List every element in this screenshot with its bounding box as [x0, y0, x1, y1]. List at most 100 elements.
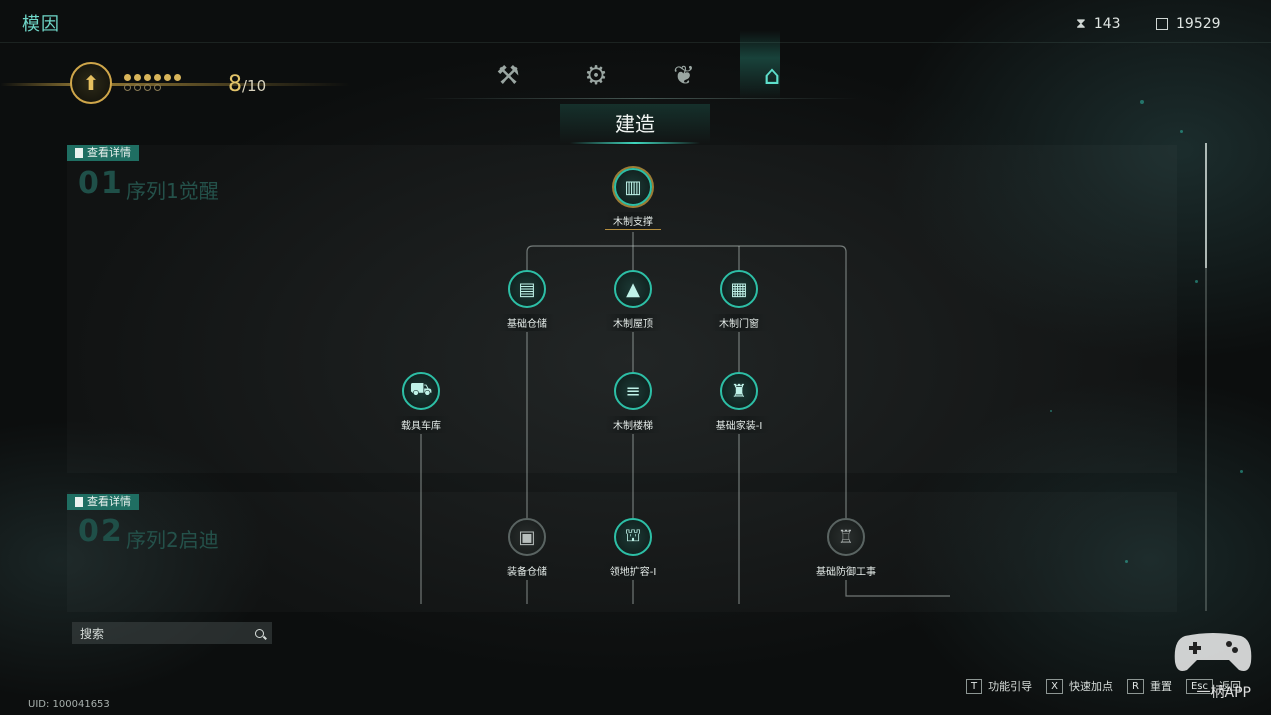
node-label: 载具车库 — [393, 416, 449, 433]
level-dot — [124, 74, 131, 81]
tab-workbench[interactable]: ⚙ — [578, 58, 614, 94]
background-speck — [1125, 560, 1128, 563]
key-badge: Esc — [1185, 678, 1213, 694]
document-icon — [75, 497, 83, 507]
gamepad-watermark-icon — [1174, 633, 1252, 671]
hotkey-label: 重置 — [1149, 680, 1172, 693]
sequence-name-2: 序列2启迪 — [126, 528, 219, 552]
level-dot — [144, 74, 151, 81]
level-max: /10 — [242, 77, 267, 95]
header-divider — [0, 42, 1271, 43]
node-label: 基础仓储 — [499, 314, 555, 331]
node-label: 领地扩容-I — [601, 562, 665, 579]
currency-hourglass-value: 143 — [1093, 16, 1121, 32]
page-title: 模因 — [22, 14, 60, 35]
hotkey-quick-assign[interactable]: X 快速加点 — [1046, 678, 1113, 694]
hotkey-label: 返回 — [1219, 680, 1241, 693]
node-label: 木制楼梯 — [605, 416, 661, 433]
door-window-icon: ▦ — [720, 270, 758, 308]
document-icon — [75, 148, 83, 158]
territory-icon: ⛫ — [614, 518, 652, 556]
hotkey-label: 功能引导 — [988, 680, 1033, 693]
tree-node-wood-roof[interactable]: ▲ 木制屋顶 — [588, 270, 678, 331]
level-current: 8 — [228, 72, 242, 97]
user-id: UID: 100041653 — [28, 699, 110, 710]
currency-hourglass: ⧗ 143 — [1076, 16, 1121, 32]
connector-line — [845, 580, 950, 597]
tree-node-equipment-storage[interactable]: ▣ 装备仓储 — [482, 518, 572, 579]
view-details-button-1[interactable]: 查看详情 — [67, 145, 139, 161]
section-title: 建造 — [560, 104, 710, 144]
tree-node-territory-expansion[interactable]: ⛫ 领地扩容-I — [588, 518, 678, 579]
level-glow — [0, 83, 350, 86]
level-dot — [144, 84, 151, 91]
level-count: 8/10 — [228, 72, 266, 97]
node-label: 装备仓储 — [499, 562, 555, 579]
background-speck — [1140, 100, 1144, 104]
tree-node-wood-stairs[interactable]: ≡ 木制楼梯 — [588, 372, 678, 433]
watermark-text: 一柄APP — [1196, 685, 1251, 701]
node-label: 基础家装-I — [707, 416, 771, 433]
tree-node-basic-storage[interactable]: ▤ 基础仓储 — [482, 270, 572, 331]
roof-icon: ▲ — [614, 270, 652, 308]
search-icon[interactable] — [255, 628, 264, 638]
tree-node-basic-furnishing[interactable]: ♜ 基础家装-I — [694, 372, 784, 433]
category-tabs: ⚒ ⚙ ❦ ⌂ — [490, 58, 790, 94]
view-details-label: 查看详情 — [87, 146, 131, 159]
hotkey-label: 快速加点 — [1069, 680, 1114, 693]
key-badge: R — [1127, 678, 1144, 694]
tree-node-wood-door-window[interactable]: ▦ 木制门窗 — [694, 270, 784, 331]
tab-underline — [420, 98, 860, 99]
view-details-button-2[interactable]: 查看详情 — [67, 494, 139, 510]
storage-crate-icon: ▤ — [508, 270, 546, 308]
level-dot — [174, 74, 181, 81]
sequence-name-1: 序列1觉醒 — [126, 179, 219, 203]
hourglass-icon: ⧗ — [1076, 16, 1086, 32]
tree-node-vehicle-garage[interactable]: ⛟ 载具车库 — [376, 372, 466, 433]
plant-icon: ❦ — [673, 61, 695, 91]
level-dot — [154, 74, 161, 81]
stairs-icon: ≡ — [614, 372, 652, 410]
furniture-icon: ♜ — [720, 372, 758, 410]
watchtower-icon: ♖ — [827, 518, 865, 556]
hotkey-reset[interactable]: R 重置 — [1127, 678, 1172, 694]
currency-cube: 19529 — [1156, 16, 1221, 32]
active-tab-beam — [740, 30, 780, 100]
background-speck — [1050, 410, 1052, 412]
hotkey-guide[interactable]: T 功能引导 — [966, 678, 1032, 694]
tab-farming[interactable]: ❦ — [666, 58, 702, 94]
level-dot — [164, 74, 171, 81]
sequence-number-1: 01 — [78, 166, 124, 201]
connector-line — [526, 245, 847, 518]
background-speck — [1180, 130, 1183, 133]
equipment-storage-icon: ▣ — [508, 518, 546, 556]
node-label: 木制屋顶 — [605, 314, 661, 331]
background-speck — [1195, 280, 1198, 283]
arrow-up-icon: ⬆ — [82, 71, 100, 95]
tree-node-basic-defense[interactable]: ♖ 基础防御工事 — [801, 518, 891, 579]
scrollbar-track[interactable] — [1205, 143, 1207, 611]
hotkey-bar: T 功能引导 X 快速加点 R 重置 Esc 返回 — [966, 678, 1241, 694]
cube-icon — [1156, 18, 1168, 30]
level-progress-dots — [124, 74, 184, 91]
tab-building[interactable]: ⌂ — [754, 58, 790, 94]
node-label: 基础防御工事 — [808, 562, 884, 579]
level-dot — [154, 84, 161, 91]
hammer-icon: ⚒ — [496, 61, 520, 91]
node-label: 木制门窗 — [711, 314, 767, 331]
tab-tools[interactable]: ⚒ — [490, 58, 526, 94]
house-icon: ⌂ — [763, 61, 781, 91]
key-badge: X — [1046, 678, 1064, 694]
hotkey-back[interactable]: Esc 返回 — [1185, 678, 1241, 694]
scrollbar-thumb[interactable] — [1205, 143, 1207, 268]
level-up-button[interactable]: ⬆ — [70, 62, 112, 104]
garage-icon: ⛟ — [402, 372, 440, 410]
level-dot — [134, 84, 141, 91]
level-dot — [124, 84, 131, 91]
tree-node-wood-support[interactable]: ▥ 木制支撑 — [588, 168, 678, 230]
view-details-label: 查看详情 — [87, 495, 131, 508]
level-indicator: ⬆ 8/10 — [0, 56, 360, 116]
search-input[interactable]: 搜索 — [72, 622, 272, 644]
